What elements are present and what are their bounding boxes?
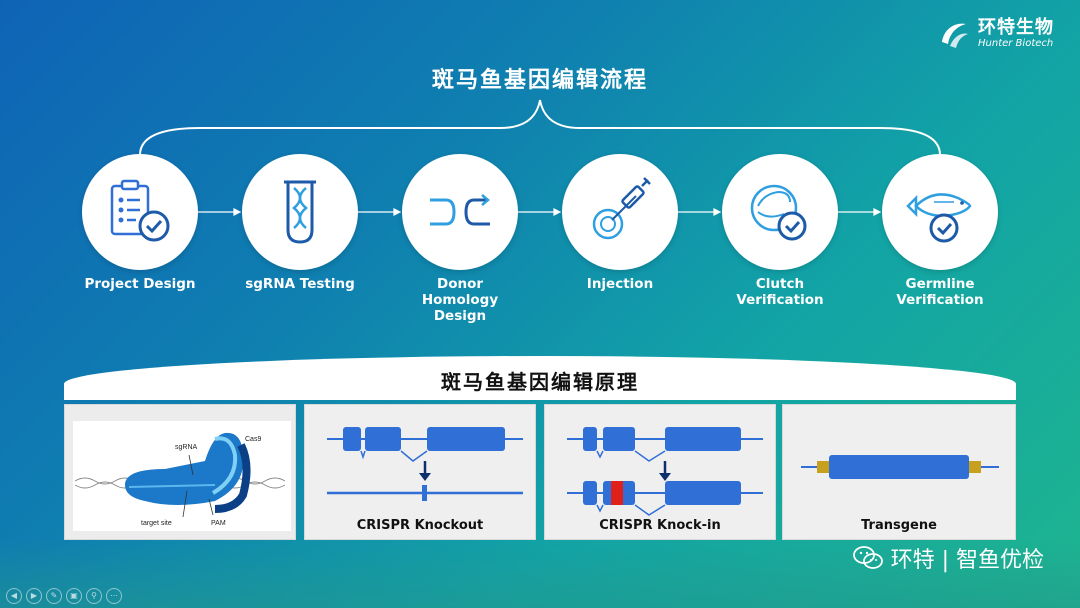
step-donor-homology-design: Donor Homology Design (400, 154, 520, 324)
panel-crispr-knockin: CRISPR Knock-in (544, 404, 776, 540)
panel-transgene: Transgene (782, 404, 1016, 540)
footer-brand: 环特 | 智鱼优检 (852, 542, 1044, 574)
slideshow-toolbar: ◀ ▶ ✎ ▣ ⚲ ⋯ (6, 588, 122, 604)
embryo-check-icon (750, 184, 807, 241)
annotation-pam: PAM (211, 520, 226, 527)
panel-label: CRISPR Knock-in (599, 518, 721, 533)
syringe-embryo-icon (592, 177, 651, 240)
panel-label: CRISPR Knockout (356, 518, 484, 533)
panel-crispr-knockout: CRISPR Knockout (304, 404, 536, 540)
company-logo: 环特生物 Hunter Biotech (936, 16, 1054, 52)
logo-mark-icon (942, 23, 968, 48)
brace-connector (139, 99, 941, 156)
step-label: Donor Homology Design (421, 276, 499, 324)
step-sgrna-testing: sgRNA Testing (240, 154, 360, 292)
annotation-cas9: Cas9 (245, 436, 261, 443)
test-tube-dna-icon (284, 180, 316, 244)
step-label: Germline Verification (896, 276, 984, 308)
prev-slide-icon[interactable]: ◀ (6, 588, 22, 604)
fish-check-icon (906, 193, 972, 243)
slides-icon[interactable]: ▣ (66, 588, 82, 604)
logo-en-text: Hunter Biotech (978, 38, 1054, 49)
pen-icon[interactable]: ✎ (46, 588, 62, 604)
more-icon[interactable]: ⋯ (106, 588, 122, 604)
step-label: Clutch Verification (736, 276, 824, 308)
wechat-icon (852, 546, 883, 569)
step-arrows (198, 208, 882, 216)
step-label: Project Design (84, 276, 196, 292)
step-label: sgRNA Testing (245, 276, 355, 292)
step-injection: Injection (560, 154, 680, 292)
step-clutch-verification: Clutch Verification (720, 154, 840, 308)
panel-cas9-diagram: sgRNA Cas9 target site PAM (64, 404, 296, 540)
page-title: 斑马鱼基因编辑流程 (431, 68, 648, 93)
next-slide-icon[interactable]: ▶ (26, 588, 42, 604)
clipboard-check-icon (110, 179, 170, 242)
panel-label: Transgene (861, 518, 937, 533)
zoom-icon[interactable]: ⚲ (86, 588, 102, 604)
bottom-wave (0, 538, 1080, 608)
principle-title: 斑马鱼基因编辑原理 (441, 370, 639, 394)
footer-text: 环特 | 智鱼优检 (890, 548, 1044, 573)
crossover-arrows-icon (430, 194, 490, 226)
logo-cn-text: 环特生物 (978, 17, 1054, 38)
step-label: Injection (586, 276, 654, 292)
step-project-design: Project Design (80, 154, 200, 292)
principle-banner (64, 356, 1016, 400)
annotation-target-site: target site (141, 520, 172, 527)
annotation-sgrna: sgRNA (175, 444, 198, 451)
step-germline-verification: Germline Verification (880, 154, 1000, 308)
